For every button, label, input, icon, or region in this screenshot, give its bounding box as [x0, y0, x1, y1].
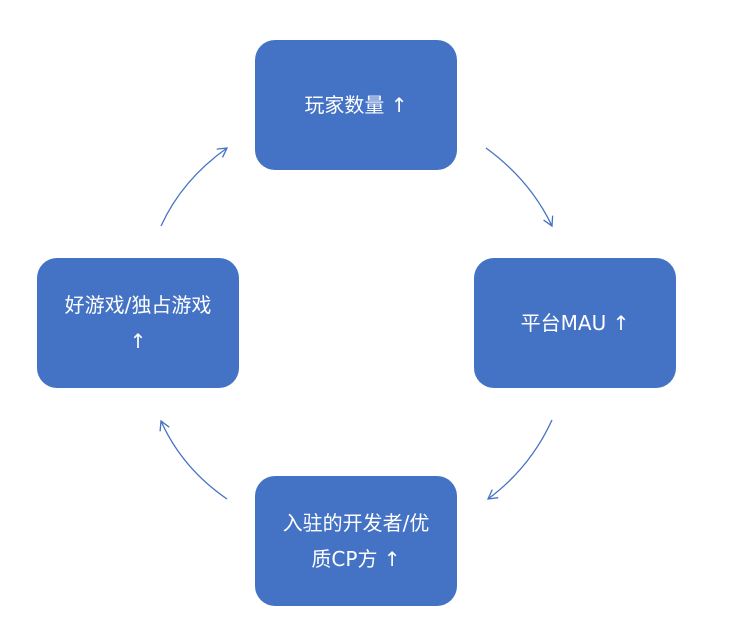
arrow-mau-to-developers: [486, 419, 553, 500]
arrow-developers-to-games: [159, 419, 228, 500]
node-label: 平台MAU ↑: [520, 311, 630, 335]
node-developers: 入驻的开发者/优质CP方 ↑: [255, 476, 457, 606]
node-player-count: 玩家数量 ↑: [255, 40, 457, 170]
node-label: 好游戏/独占游戏 ↑: [64, 293, 212, 353]
arrow-players-to-mau: [485, 147, 554, 228]
node-good-games: 好游戏/独占游戏 ↑: [37, 258, 239, 388]
arrow-games-to-players: [160, 147, 229, 227]
node-label: 玩家数量 ↑: [304, 93, 408, 117]
node-platform-mau: 平台MAU ↑: [474, 258, 676, 388]
node-label: 入驻的开发者/优质CP方 ↑: [282, 511, 430, 571]
